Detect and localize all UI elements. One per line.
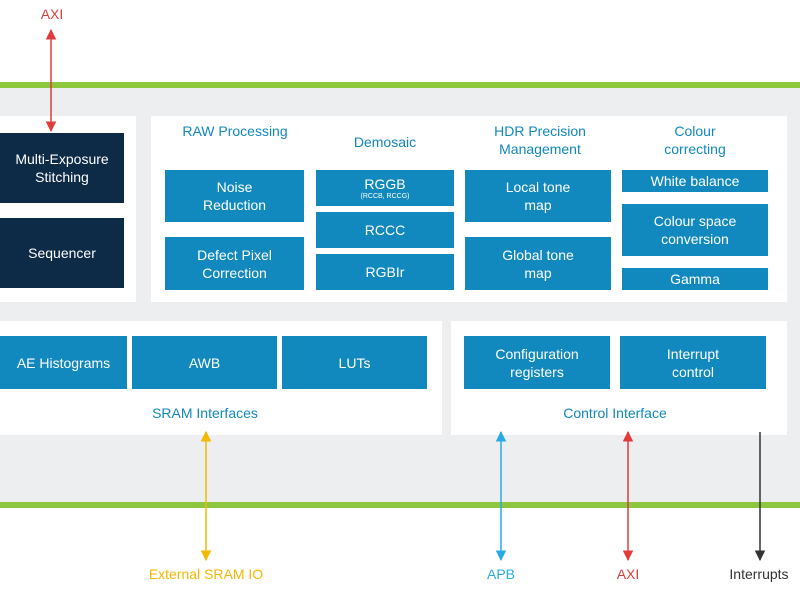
global-tone-map-text: Global tone map [502, 246, 574, 281]
luts-text: LUTs [338, 354, 371, 371]
ae-histograms-text: AE Histograms [16, 354, 111, 371]
sequencer-block: Sequencer [0, 218, 124, 288]
global-tone-map-block: Global tone map [465, 237, 611, 290]
defect-pixel-correction-block: Defect Pixel Correction [165, 237, 304, 290]
rccc-block: RCCC [316, 212, 454, 248]
defect-pixel-correction-text: Defect Pixel Correction [197, 246, 272, 281]
awb-block: AWB [132, 336, 277, 389]
external-sram-io-label: External SRAM IO [148, 566, 264, 582]
raw-processing-heading: RAW Processing [182, 123, 288, 139]
rggb-text: RGGB [364, 176, 406, 192]
bottom-bus-line [0, 502, 800, 508]
colour-space-conversion-text: Colour space conversion [653, 213, 737, 247]
luts-block: LUTs [282, 336, 427, 389]
control-interface-label: Control Interface [563, 405, 667, 421]
rggb-block: RGGB (RCCB, RCCG) [316, 170, 454, 206]
white-balance-block: White balance [622, 170, 768, 192]
local-tone-map-text: Local tone map [505, 179, 571, 213]
rgbir-text: RGBIr [365, 264, 405, 280]
interrupt-control-text: Interrupt control [666, 345, 720, 380]
hdr-heading: HDR Precision Management [494, 123, 586, 157]
colour-correcting-heading: Colour correcting [664, 123, 726, 157]
local-tone-map-block: Local tone map [465, 170, 611, 222]
multi-exposure-stitching-text: Multi-Exposure Stitching [15, 151, 109, 185]
colour-space-conversion-block: Colour space conversion [622, 204, 768, 256]
ae-histograms-block: AE Histograms [0, 336, 127, 389]
noise-reduction-block: Noise Reduction [165, 170, 304, 222]
rccc-text: RCCC [364, 222, 406, 238]
interrupt-control-block: Interrupt control [620, 336, 766, 389]
demosaic-heading: Demosaic [353, 134, 417, 150]
apb-label: APB [486, 566, 515, 582]
interrupts-label: Interrupts [729, 566, 789, 582]
bottom-axi-label: AXI [616, 566, 640, 582]
rgbir-block: RGBIr [316, 254, 454, 290]
sequencer-text: Sequencer [28, 245, 96, 261]
configuration-registers-text: Configuration registers [495, 345, 579, 380]
sram-interfaces-label: SRAM Interfaces [152, 405, 258, 421]
multi-exposure-stitching-block: Multi-Exposure Stitching [0, 133, 124, 203]
top-axi-label: AXI [40, 6, 64, 22]
awb-text: AWB [188, 354, 221, 371]
rggb-subtext: (RCCB, RCCG) [360, 193, 410, 200]
gamma-block: Gamma [622, 268, 768, 290]
noise-reduction-text: Noise Reduction [202, 179, 267, 213]
gamma-text: Gamma [670, 271, 720, 287]
white-balance-text: White balance [650, 173, 740, 189]
top-bus-line [0, 82, 800, 88]
configuration-registers-block: Configuration registers [464, 336, 610, 389]
